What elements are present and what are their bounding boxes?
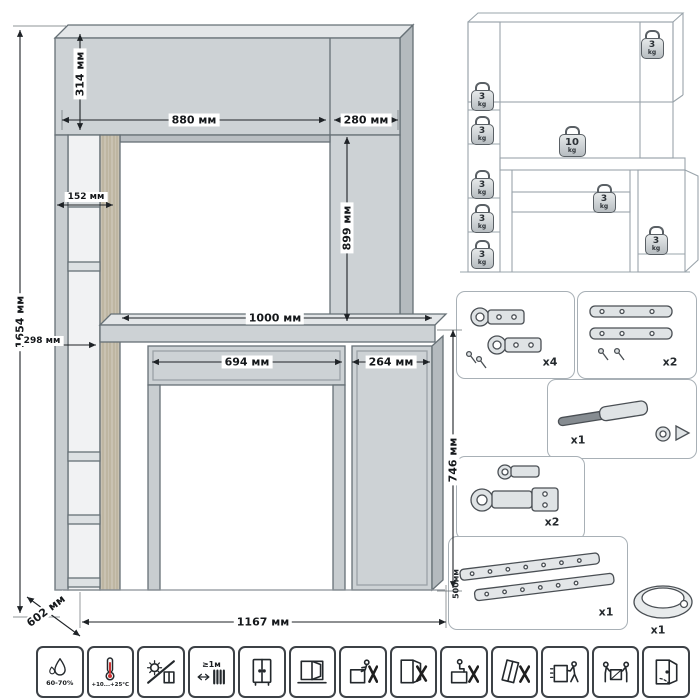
no-dragging-box	[541, 646, 589, 698]
window-icon	[297, 660, 328, 684]
radiator-icon	[197, 669, 226, 684]
weight-handle	[596, 184, 612, 192]
hinges-b-qty: x2	[544, 515, 560, 529]
dim-hutch-left-width: 880 мм	[168, 113, 220, 127]
bowl-qty: x1	[650, 623, 666, 637]
sun-shade-icon	[146, 660, 175, 684]
wardrobe-icon	[252, 658, 272, 686]
carry-care-box	[591, 646, 640, 698]
weight-handle	[474, 240, 490, 248]
care-icons-strip: 60-70% +10...+25°C ≥1м	[36, 646, 690, 698]
humidity-box: 60-70%	[36, 646, 84, 698]
drawer-slides-drawing	[459, 552, 615, 602]
weight-handle	[474, 82, 490, 90]
dim-opening-height: 899 мм	[340, 202, 354, 254]
weight-handle	[474, 170, 490, 178]
airing-box	[288, 646, 337, 698]
dim-left-column-depth: 298 мм	[20, 336, 64, 346]
gas-lift-qty: x1	[570, 433, 586, 447]
humidity-label: 60-70%	[46, 679, 74, 687]
slides-qty: x1	[598, 605, 614, 619]
dim-hutch-right-width: 280 мм	[340, 113, 392, 127]
no-climb-icon	[349, 659, 378, 684]
no-sitting-box	[440, 646, 488, 698]
no-drag-icon	[550, 661, 579, 683]
main-drawing	[53, 23, 448, 592]
ventilation-box	[238, 646, 286, 698]
weight-handle	[564, 126, 580, 134]
dim-shelf-depth: 152 мм	[64, 192, 108, 202]
gas-lift-drawing	[557, 400, 691, 442]
weight-handle	[474, 204, 490, 212]
slides-length-label: 500мм	[451, 569, 461, 599]
temperature-box: +10...+25°C	[86, 646, 135, 698]
dim-drawer-width: 694 мм	[221, 355, 273, 369]
heat-distance-box: ≥1м	[187, 646, 236, 698]
no-climbing-box	[339, 646, 387, 698]
hinges-panel-a	[456, 291, 575, 379]
weight-handle	[644, 30, 660, 38]
dim-cabinet-width: 264 мм	[365, 355, 417, 369]
hinges-a-qty: x4	[542, 355, 558, 369]
damper-drawing	[589, 305, 673, 361]
dim-desktop-width: 1000 мм	[245, 311, 305, 325]
thermometer-icon	[105, 657, 115, 681]
door-care-box	[642, 646, 690, 698]
dim-total-width: 1167 мм	[233, 615, 293, 629]
temperature-label: +10...+25°C	[91, 682, 130, 688]
weight-handle	[474, 116, 490, 124]
dampers-qty: x2	[662, 355, 678, 369]
sunlight-box	[137, 646, 185, 698]
no-tipping-box	[490, 646, 539, 698]
no-leaning-box	[389, 646, 438, 698]
hinge-drawing-a	[465, 307, 542, 369]
distance-label: ≥1м	[201, 659, 221, 669]
dim-hutch-side: 314 мм	[73, 48, 87, 100]
dim-desk-height: 746 мм	[446, 434, 460, 486]
no-sit-icon	[450, 658, 480, 684]
bowl-drawing	[633, 585, 693, 619]
two-person-carry-icon	[602, 661, 629, 683]
no-tip-icon	[500, 659, 530, 684]
no-lean-icon	[400, 659, 428, 684]
droplets-icon	[48, 658, 66, 676]
weight-handle	[648, 226, 664, 234]
door-open-icon	[655, 659, 678, 685]
hinge-drawing-b	[470, 464, 559, 512]
